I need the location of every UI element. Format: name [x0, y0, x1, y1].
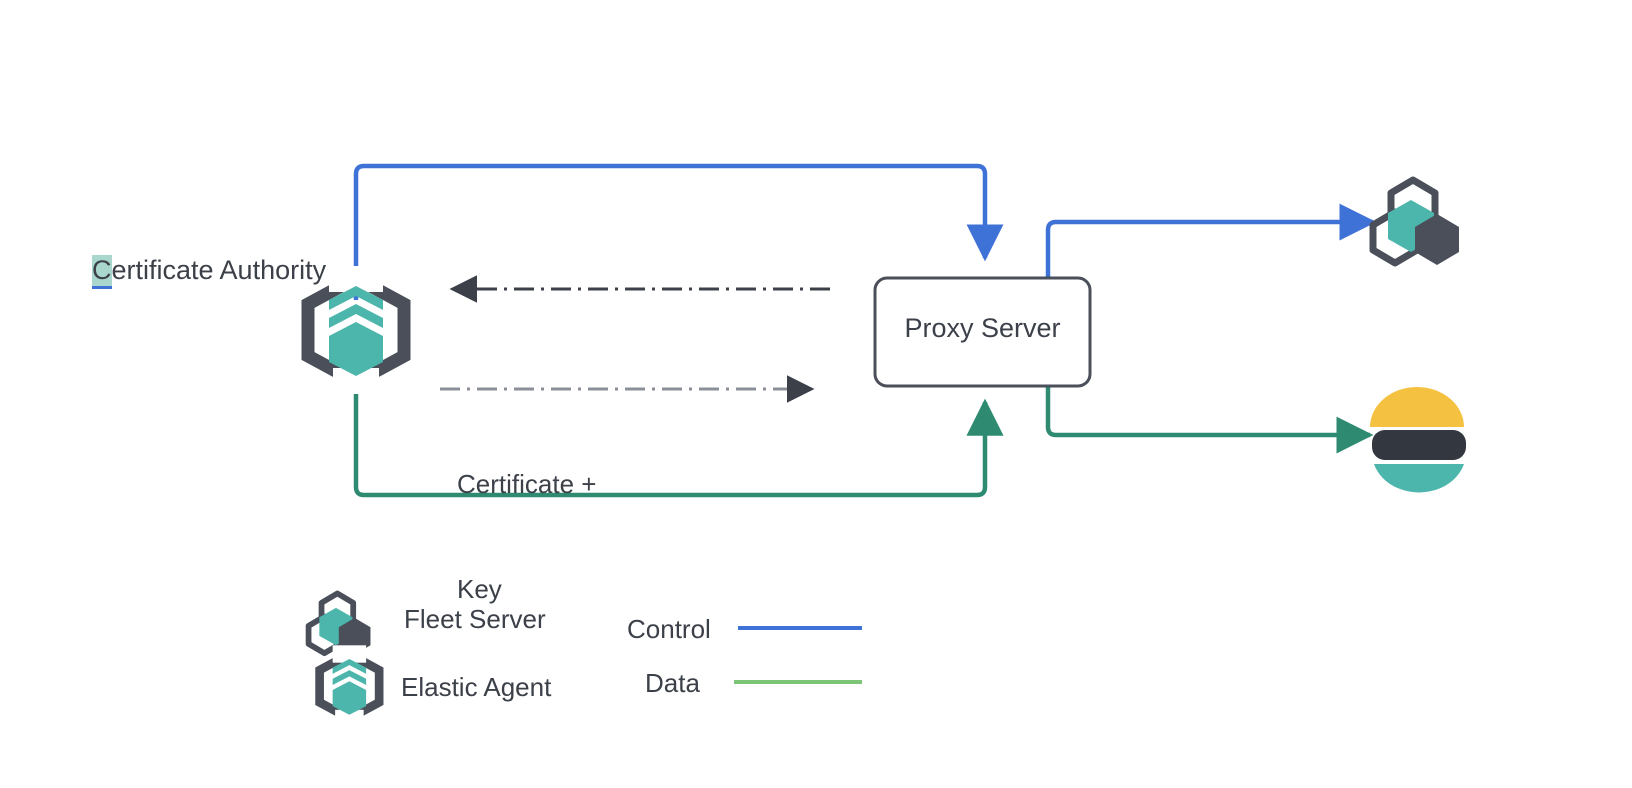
legend-elastic-agent-icon — [315, 645, 384, 728]
certificate-key-line-1: Certificate + — [457, 469, 597, 499]
certificate-authority-label: Certificate Authority — [92, 253, 327, 289]
legend-label-elastic-agent: Elastic Agent — [401, 672, 552, 702]
edge-control-proxy-to-fleet — [1045, 203, 1377, 283]
legend-label-data: Data — [645, 668, 700, 698]
proxy-server-box[interactable] — [873, 276, 1092, 388]
edge-data-proxy-to-elasticsearch — [1045, 378, 1374, 454]
edge-data-agent-to-proxy — [353, 378, 1004, 498]
legend-label-fleet-server: Fleet Server — [404, 604, 546, 634]
certificate-authority-selected-char: C — [92, 255, 112, 289]
certificate-authority-label-rest: ertificate Authority — [111, 255, 327, 285]
fleet-server-icon — [1369, 176, 1459, 267]
proxy-server-label: Proxy Server — [904, 313, 1061, 343]
certificate-authority-elastic-agent-icon — [301, 266, 411, 394]
certificate-key-edge-label: Certificate + Key — [457, 397, 596, 677]
certificate-key-line-2: Key — [457, 574, 502, 604]
edge-control-agent-to-proxy — [353, 163, 1004, 300]
legend-label-control: Control — [627, 614, 711, 644]
elasticsearch-icon — [1370, 387, 1466, 493]
